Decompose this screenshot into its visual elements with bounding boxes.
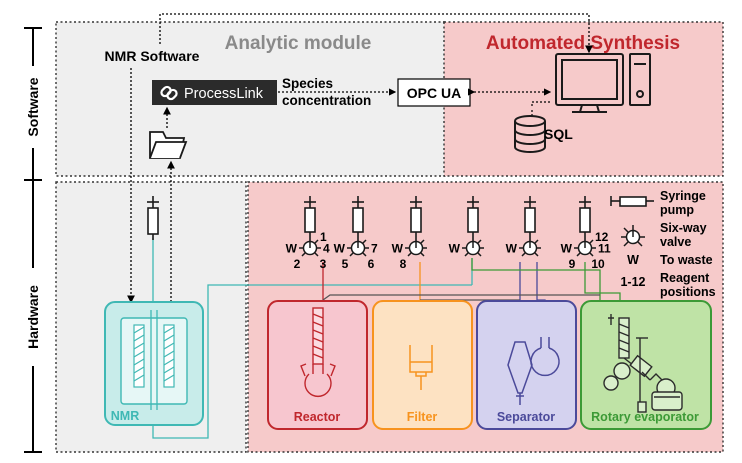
syringe-pump-icon: [467, 196, 479, 242]
nmr-software-label: NMR Software: [105, 48, 200, 64]
legend-w-symbol: W: [627, 253, 639, 267]
valve-port-bottom-right: 10: [591, 257, 605, 271]
database-icon: [514, 115, 546, 153]
separatory-funnel-icon: [507, 341, 533, 405]
syringe-valve-1: W 1 2 34: [286, 196, 330, 271]
filter-unit: [372, 300, 473, 430]
analytic-module-title: Analytic module: [225, 33, 372, 54]
legend-range-symbol: 1-12: [620, 275, 645, 289]
six-way-valve-icon: [519, 239, 541, 257]
syringe-pump-icon: [579, 196, 591, 242]
nmr-label: NMR: [111, 409, 139, 423]
valve-waste-label: W: [506, 242, 518, 256]
valve-port-top-right: 1: [320, 230, 327, 244]
rotary-evaporator-icon: [603, 314, 683, 413]
valve-port-right: 4: [323, 242, 330, 256]
legend-syringe-line1: Syringe: [660, 189, 706, 203]
syringe-valve-5: W: [506, 196, 541, 257]
valve-port-bottom-right: 6: [368, 257, 375, 271]
six-way-valve-icon: [405, 239, 427, 257]
valve-port-bottom-left: 2: [294, 257, 301, 271]
reactor-label: Reactor: [294, 410, 341, 424]
legend-waste-label: To waste: [660, 253, 713, 267]
valve-port-bottom-left: 5: [342, 257, 349, 271]
species-label-line2: concentration: [282, 93, 371, 108]
nmr-unit: [104, 301, 204, 426]
separator-unit: [476, 300, 577, 430]
filter-label: Filter: [407, 410, 438, 424]
legend: Syringe pump Six-way valve W To waste 1-…: [610, 189, 716, 299]
species-label-line1: Species: [282, 76, 333, 91]
nmr-coil-right: [163, 324, 175, 388]
automated-synthesis-title: Automated Synthesis: [486, 33, 680, 54]
sql-label: SQL: [544, 126, 573, 142]
round-flask-icon: [530, 337, 560, 377]
section-axis: [24, 27, 42, 453]
valve-waste-label: W: [286, 242, 298, 256]
six-way-valve-icon: [347, 239, 369, 257]
legend-valve-line1: Six-way: [660, 221, 707, 235]
valve-port-right: 11: [598, 242, 611, 256]
valve-port-bottom-left: 9: [569, 257, 576, 271]
legend-valve-line2: valve: [660, 235, 691, 249]
syringe-pump-icon: [304, 196, 316, 242]
opcua-label: OPC UA: [407, 85, 461, 101]
syringe-valve-4: W: [449, 196, 484, 257]
sql-link-path: [531, 101, 550, 106]
valve-waste-label: W: [334, 242, 346, 256]
syringe-pump-icon: [524, 196, 536, 242]
syringe-valve-3: W8: [392, 196, 427, 271]
valve-port-top-right: 12: [595, 230, 609, 244]
folder-icon: [149, 131, 188, 159]
six-way-valve-icon: [574, 239, 596, 257]
valve-waste-label: W: [392, 242, 404, 256]
valve-port-bottom-left: 8: [400, 257, 407, 271]
processlink-box: ProcessLink: [152, 80, 277, 105]
reactor-flask-icon: [300, 307, 336, 397]
processlink-label: ProcessLink: [184, 86, 264, 102]
nmr-syringe-pump: [147, 196, 159, 240]
syringe-pump-icon: [352, 196, 364, 242]
reactor-unit: [267, 300, 368, 430]
legend-valve-icon: [621, 225, 645, 247]
rotavap-unit: [580, 300, 712, 430]
legend-reagent-line2: positions: [660, 285, 716, 299]
legend-syringe-line2: pump: [660, 203, 694, 217]
six-way-valve-icon: [299, 239, 321, 257]
legend-reagent-line1: Reagent: [660, 271, 710, 285]
syringe-valve-2: W5 67: [334, 196, 378, 271]
legend-syringe-icon: [610, 196, 654, 207]
syringe-pump-icon: [410, 196, 422, 242]
hardware-section-label: Hardware: [25, 285, 41, 349]
separator-label: Separator: [497, 410, 555, 424]
software-loop-arrow: [159, 13, 593, 54]
six-way-valve-icon: [462, 239, 484, 257]
valve-waste-label: W: [449, 242, 461, 256]
valve-port-right: 7: [371, 242, 378, 256]
computer-icon: [555, 53, 651, 113]
rotavap-label: Rotary evaporator: [591, 410, 699, 424]
filter-funnel-icon: [409, 345, 433, 390]
valve-port-bottom-right: 3: [320, 257, 327, 271]
valve-waste-label: W: [561, 242, 573, 256]
nmr-coil-left: [133, 324, 145, 388]
link-icon: [160, 85, 178, 101]
software-section-label: Software: [25, 77, 41, 136]
